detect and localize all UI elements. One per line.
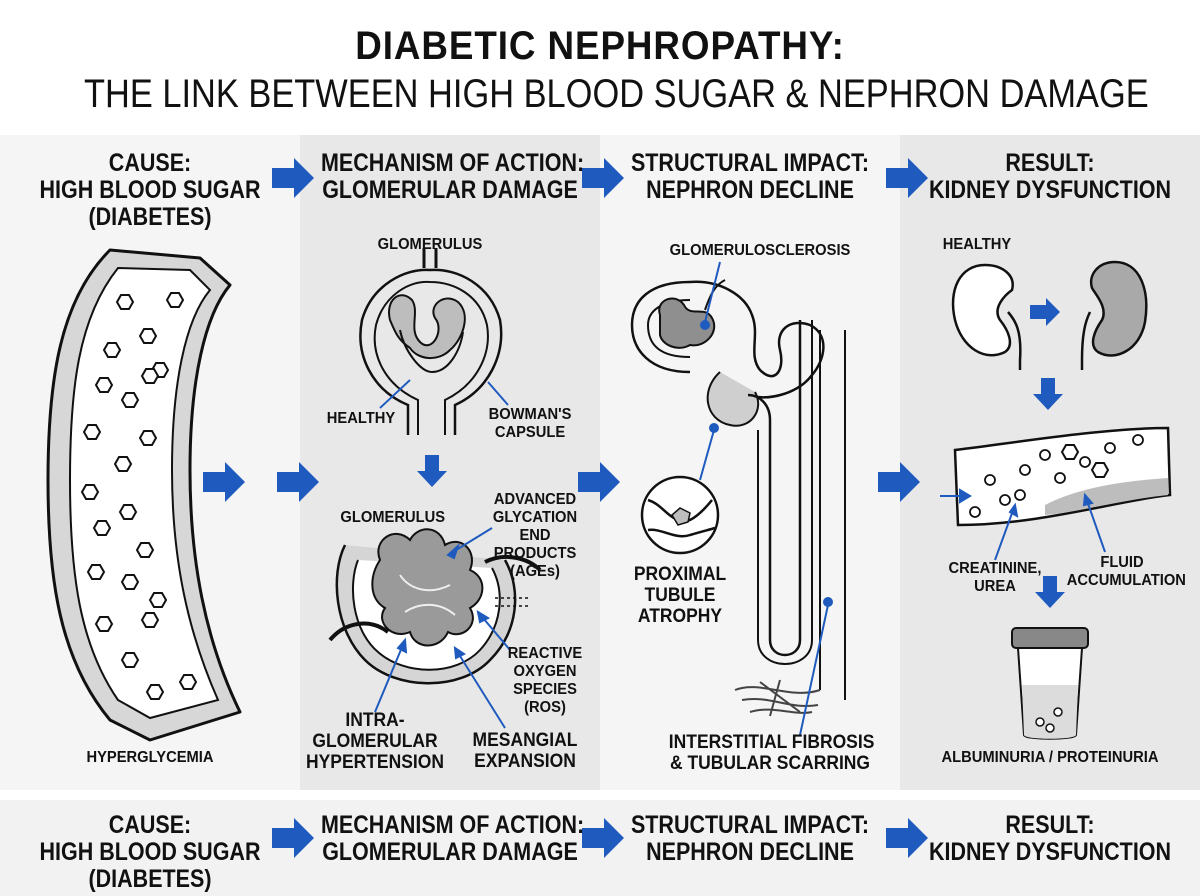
tubule-atrophy-inset: [640, 475, 720, 555]
waste-vessel-illustration: [953, 426, 1172, 527]
header-arrow-2: [582, 158, 624, 198]
damaged-kidney-icon: [1080, 260, 1148, 370]
stage-header-cause: CAUSE:HIGH BLOOD SUGAR(DIABETES): [39, 149, 261, 231]
flow-arrow-2: [277, 462, 319, 502]
healthy-kidney-icon: [951, 263, 1022, 370]
stage-header-structural: STRUCTURAL IMPACT:NEPHRON DECLINE: [630, 149, 870, 204]
label-albuminuria: ALBUMINURIA / PROTEINURIA: [941, 749, 1159, 766]
bottom-header-structural: STRUCTURAL IMPACT:NEPHRON DECLINE: [630, 811, 870, 866]
fibrosis-illustration: [734, 679, 821, 717]
label-healthy-kidney: HEALTHY: [942, 236, 1012, 253]
stage-header-mechanism: MECHANISM OF ACTION:GLOMERULAR DAMAGE: [321, 149, 585, 204]
kidney-progress-arrow: [1030, 298, 1060, 326]
main-subtitle: THE LINK BETWEEN HIGH BLOOD SUGAR & NEPH…: [84, 72, 1149, 116]
bottom-header-cause: CAUSE:HIGH BLOOD SUGAR(DIABETES): [39, 811, 261, 893]
nephron-illustration: [630, 279, 846, 700]
healthy-glomerulus-illustration: [359, 248, 503, 435]
label-creatinine-urea: CREATININE,UREA: [948, 560, 1042, 595]
result-down-arrow-1: [1033, 378, 1063, 410]
label-glomerulosclerosis: GLOMERULOSCLEROSIS: [669, 242, 851, 259]
bottom-arrow-2: [582, 818, 624, 858]
label-healthy-glomerulus: HEALTHY: [326, 410, 396, 427]
stage-header-result: RESULT:KIDNEY DYSFUNCTION: [928, 149, 1172, 204]
urine-cup-icon: [1011, 627, 1089, 740]
panel-structural: [600, 135, 900, 790]
bottom-header-result: RESULT:KIDNEY DYSFUNCTION: [928, 811, 1172, 866]
blood-vessel-illustration: [46, 248, 242, 742]
flow-arrow-1: [203, 462, 245, 502]
main-title: DIABETIC NEPHROPATHY:: [355, 24, 845, 68]
label-hyperglycemia: HYPERGLYCEMIA: [86, 749, 214, 766]
label-glomerulus-damaged-title: GLOMERULUS: [340, 509, 446, 526]
label-glomerulus-healthy-title: GLOMERULUS: [377, 236, 483, 253]
bottom-header-mechanism: MECHANISM OF ACTION:GLOMERULAR DAMAGE: [321, 811, 585, 866]
mechanism-down-arrow: [417, 455, 447, 487]
label-interstitial-fibrosis: INTERSTITIAL FIBROSIS& TUBULAR SCARRING: [668, 732, 875, 774]
flow-arrow-4: [878, 462, 920, 502]
